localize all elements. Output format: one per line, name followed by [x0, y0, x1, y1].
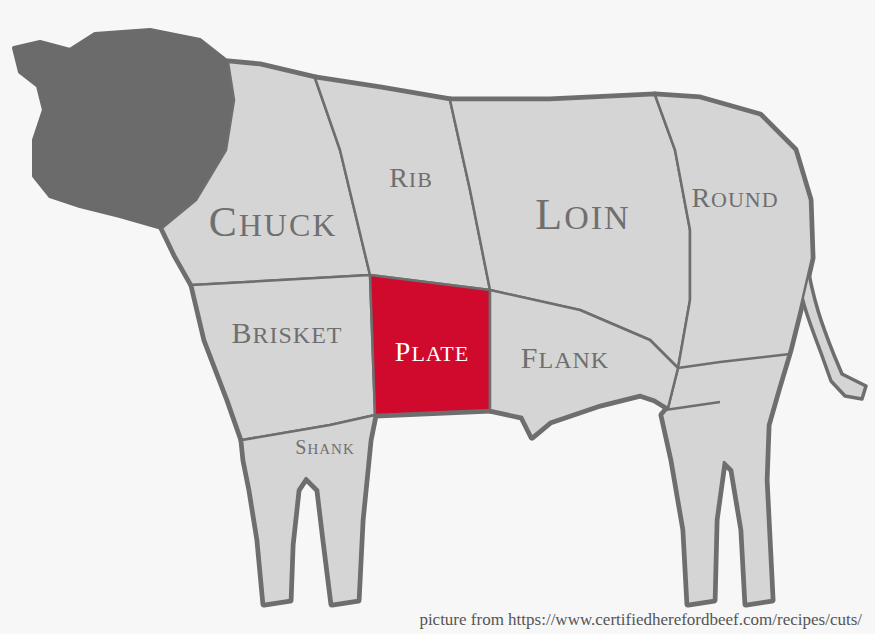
- region-shape: [238, 411, 379, 608]
- region-fill: [490, 290, 678, 437]
- region-fill: [242, 415, 375, 604]
- brisket-region: BRISKET: [188, 271, 379, 444]
- cut-name: PLATE: [395, 338, 469, 366]
- cut-name: BRISKET: [231, 318, 342, 348]
- round-region: ROUND: [651, 91, 816, 608]
- cut-name: RIB: [389, 164, 433, 192]
- cut-line: [665, 402, 720, 410]
- region-shape: [188, 271, 379, 444]
- shank-region: SHANK: [238, 411, 379, 608]
- plate-region: PLATE: [366, 271, 494, 419]
- region-outline: [242, 415, 375, 604]
- flank-region: FLANK: [486, 286, 682, 441]
- body-outline: [162, 62, 812, 604]
- cut-name: SHANK: [295, 437, 354, 457]
- cut-name: ROUND: [691, 184, 778, 212]
- cut-line: [678, 354, 790, 368]
- region-outline: [192, 275, 375, 440]
- source-caption: picture from https://www.certifiedherefo…: [419, 611, 862, 630]
- region-shape: [651, 91, 816, 608]
- region-fill: [192, 275, 375, 440]
- region-fill: [655, 95, 812, 604]
- cut-name: CHUCK: [209, 201, 338, 243]
- cut-name: LOIN: [535, 193, 630, 237]
- region-fill: [370, 275, 490, 415]
- region-outline: [370, 275, 490, 415]
- cut-name: FLANK: [521, 343, 609, 373]
